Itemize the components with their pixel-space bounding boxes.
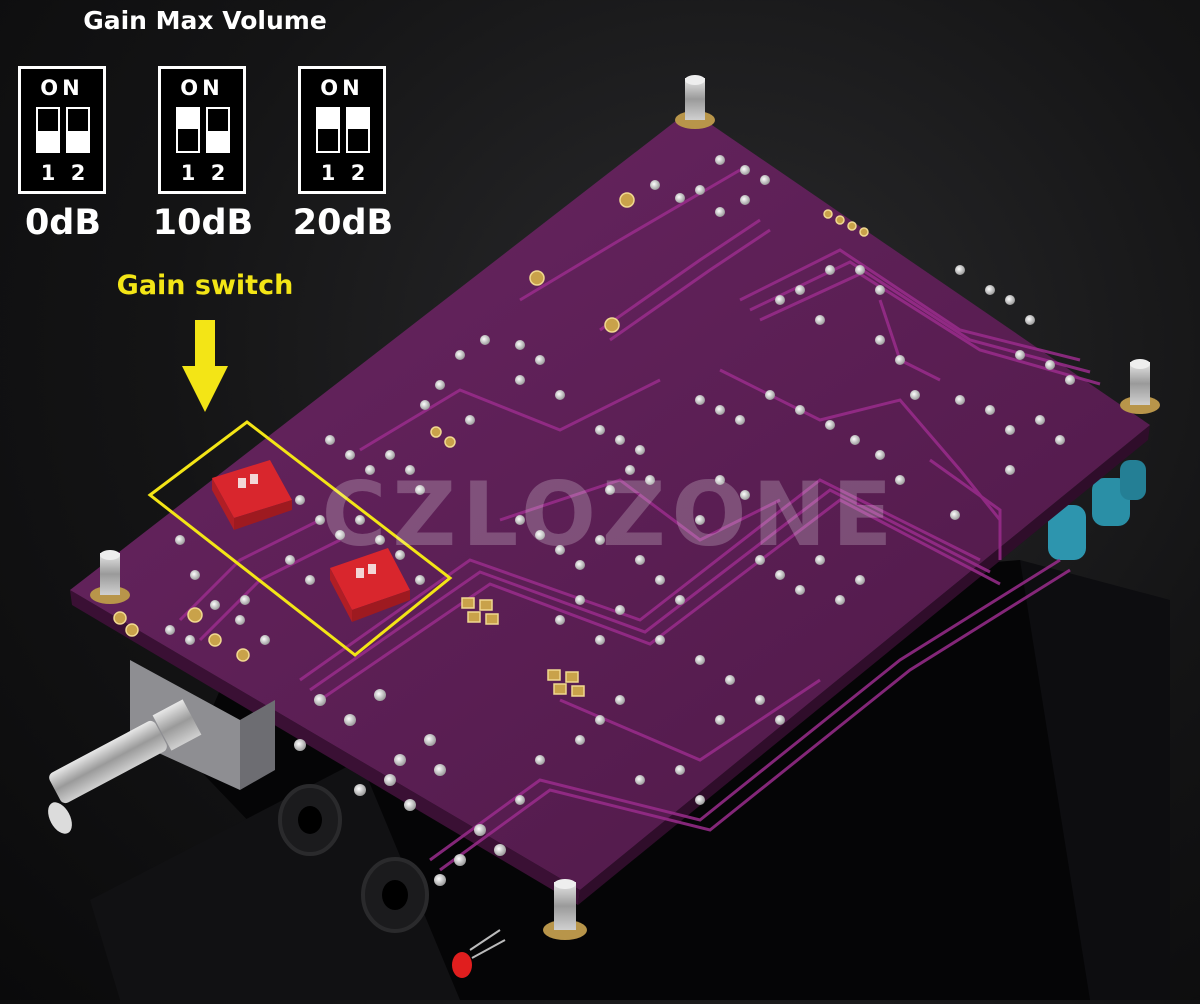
dip-slot-2: [206, 107, 230, 153]
dip-slot-1: [36, 107, 60, 153]
position-label-1: 1: [40, 161, 56, 185]
standoff-bottom: [543, 879, 587, 940]
dip-slot-2: [66, 107, 90, 153]
gain-label-20db: 20dB: [292, 203, 394, 243]
dip-knob: [38, 131, 58, 151]
gain-label-10db: 10dB: [152, 203, 254, 243]
on-label: ON: [40, 76, 84, 100]
dip-diagram-20db: ON 1 2: [298, 66, 386, 194]
gold-pads: [113, 192, 869, 697]
standoff-left: [90, 550, 130, 604]
position-label-2: 2: [210, 161, 226, 185]
dip-knob: [318, 109, 338, 129]
position-label-2: 2: [350, 161, 366, 185]
gain-switch-callout: Gain switch: [116, 270, 294, 301]
dip-switch-lower: [330, 548, 410, 622]
audio-jacks: [278, 784, 429, 933]
standoff-top: [675, 75, 715, 129]
led: [452, 929, 506, 978]
dip-diagram-10db: ON 1 2: [158, 66, 246, 194]
position-label-1: 1: [320, 161, 336, 185]
gain-label-0db: 0dB: [24, 203, 102, 243]
standoff-right: [1120, 359, 1160, 414]
dip-slot-1: [176, 107, 200, 153]
highlight-box: [147, 420, 453, 657]
pcb-board: [70, 110, 1150, 890]
dip-diagram-0db: ON 1 2: [18, 66, 106, 194]
on-label: ON: [180, 76, 224, 100]
dip-knob: [68, 131, 88, 151]
potentiometer: [48, 660, 275, 834]
on-label: ON: [320, 76, 364, 100]
dip-switch-upper: [212, 460, 292, 530]
arrow-down-icon: [182, 320, 228, 412]
pcb-traces: [178, 168, 1101, 872]
dip-knob: [178, 109, 198, 129]
dip-knob: [208, 131, 228, 151]
dip-knob: [348, 109, 368, 129]
legend-title: Gain Max Volume: [83, 6, 327, 35]
capacitor-group: [1048, 460, 1146, 560]
position-label-1: 1: [180, 161, 196, 185]
position-label-2: 2: [70, 161, 86, 185]
dip-slot-2: [346, 107, 370, 153]
dip-slot-1: [316, 107, 340, 153]
pcb-edge-front: [70, 590, 580, 905]
solder-pads: [165, 155, 1075, 886]
pcb-edge-right: [578, 425, 1150, 905]
